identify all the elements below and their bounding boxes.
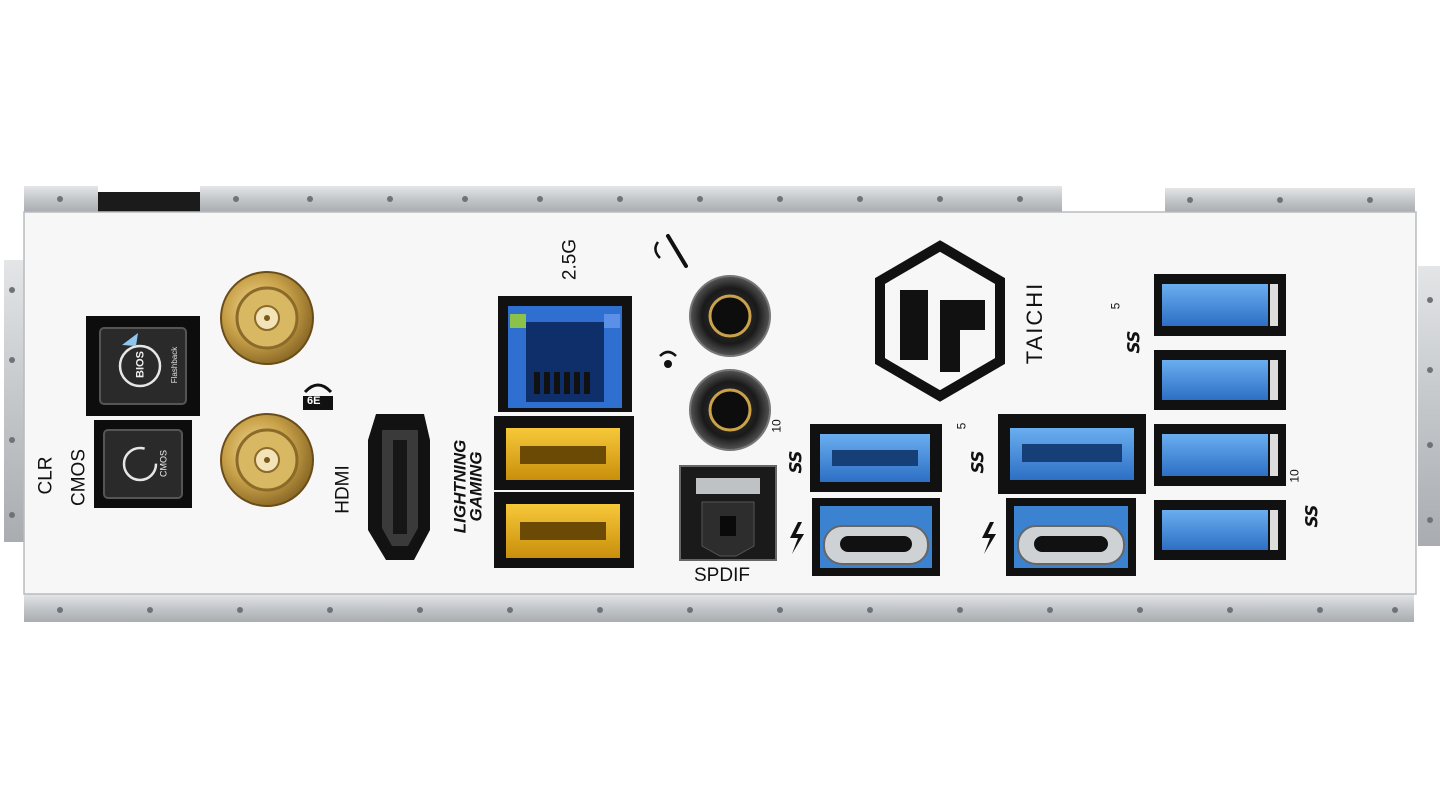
usb-c-port-center[interactable] (812, 498, 940, 576)
usb-ss-logo-middle: SS (968, 451, 989, 474)
usb-lightning-gaming-top[interactable] (494, 416, 634, 490)
usb3-10g-port-right-3[interactable] (1154, 424, 1286, 486)
thunderbolt-icon-center (790, 522, 804, 554)
usb3-5g-port-right-2[interactable] (1154, 350, 1286, 410)
bios-button-label: BIOS (134, 351, 147, 378)
line-out-icon (659, 350, 677, 368)
arrow-icon (122, 333, 138, 346)
usb3-10g-port-center[interactable] (810, 424, 942, 492)
bios-sub-label: Flashback (170, 346, 179, 384)
wifi-antenna-connector-bottom[interactable] (220, 413, 314, 507)
usb-lightning-gaming-bottom[interactable] (494, 492, 634, 568)
spdif-optical-port[interactable] (679, 465, 777, 561)
usb-ss-logo-right-bottom: SS (1302, 505, 1323, 528)
usb3-10g-port-right-4[interactable] (1154, 500, 1286, 560)
brand-label: TAICHI (1022, 281, 1047, 365)
usb-speed-label-center: 10 (769, 419, 784, 433)
metal-frame (4, 186, 1440, 622)
gaming-label: GAMING (466, 451, 486, 522)
spdif-label: SPDIF (694, 565, 750, 586)
hdmi-port[interactable] (368, 414, 430, 560)
wifi-6e-icon (303, 383, 333, 410)
usb3-5g-port-middle[interactable] (998, 414, 1146, 494)
hdmi-label: HDMI (332, 465, 354, 514)
clr-label: CLR (35, 456, 57, 495)
wifi-antenna-connector-top[interactable] (220, 271, 314, 365)
usb-ss-logo-right-top: SS (1124, 331, 1145, 354)
cmos-label: CMOS (68, 449, 90, 506)
wifi-6e-label: 6E (307, 395, 321, 407)
cmos-button-label: CMOS (158, 450, 169, 477)
usb-ss-logo-center: SS (786, 451, 807, 474)
usb-speed-label-middle: 5 (954, 422, 969, 430)
lan-speed-label: 2.5G (559, 238, 581, 281)
audio-jack-line-out[interactable] (689, 369, 771, 451)
audio-jack-mic[interactable] (689, 275, 771, 357)
usb-speed-label-right-top: 5 (1108, 302, 1123, 310)
clear-cmos-button[interactable] (94, 420, 192, 508)
usb-c-port-middle[interactable] (1006, 498, 1136, 576)
lan-port-2-5g[interactable] (498, 296, 632, 412)
bios-flashback-button[interactable] (86, 316, 200, 416)
antenna-icon (654, 234, 688, 268)
taichi-logo (875, 240, 1005, 402)
usb3-5g-port-right-1[interactable] (1154, 274, 1286, 336)
usb-speed-label-right-bottom: 10 (1287, 469, 1302, 483)
thunderbolt-icon-middle (982, 522, 996, 554)
